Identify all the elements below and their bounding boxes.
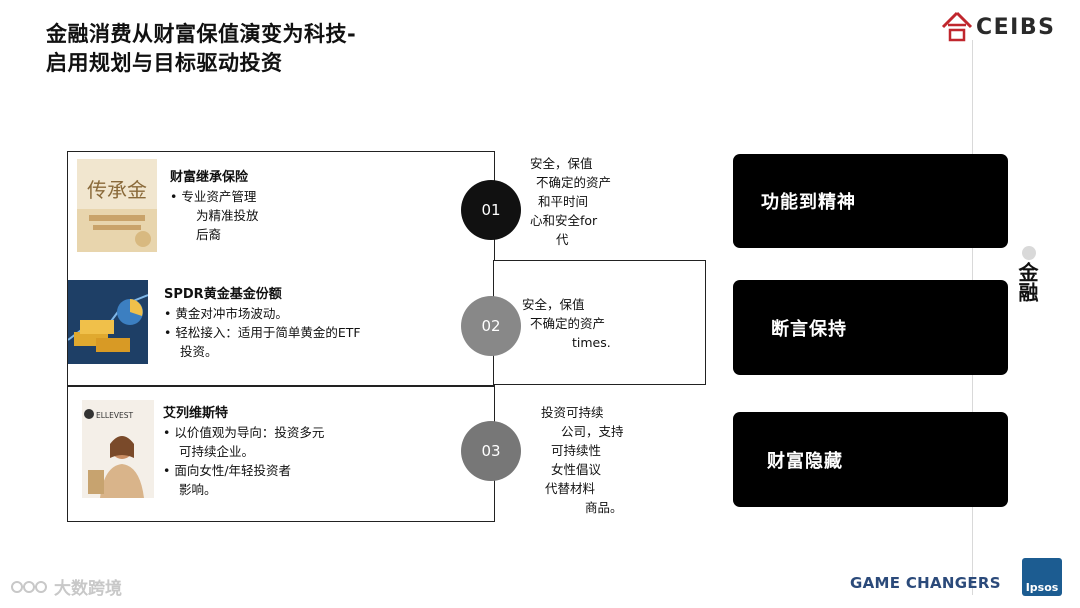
pill-2-label: 断言保持 xyxy=(771,315,847,341)
number-01-label: 01 xyxy=(481,201,500,219)
inheritance-insurance-image: 传承金 xyxy=(77,159,157,252)
card-2-line-3: 投资。 xyxy=(164,342,361,361)
ellevest-label: ELLEVEST xyxy=(96,411,133,420)
right-text-line: 安全，保值 xyxy=(530,154,611,173)
decorative-dot xyxy=(1022,246,1036,260)
card-2-text: SPDR黄金基金份额 • 黄金对冲市场波动。 • 轻松接入：适用于简单黄金的ET… xyxy=(164,285,361,361)
vertical-finance-label: 金融 xyxy=(1012,262,1042,302)
logo-text: CEIBS xyxy=(976,15,1055,40)
card-3-right-text: 投资可持续 公司，支持 可持续性 女性倡议 代替材料 商品。 xyxy=(541,403,624,517)
card-2-bullet-2: • 轻松接入：适用于简单黄金的ETF xyxy=(164,323,361,342)
pill-assertion-hold: 断言保持 xyxy=(733,280,1008,375)
card-1-line-2: 为精准投放 xyxy=(170,206,259,225)
number-circle-01: 01 xyxy=(461,180,521,240)
card-1-bullet-1: • 专业资产管理 xyxy=(170,187,259,206)
pill-function-to-spirit: 功能到精神 xyxy=(733,154,1008,248)
card-3-bullet-2: • 面向女性/年轻投资者 xyxy=(163,461,324,480)
number-circle-02: 02 xyxy=(461,296,521,356)
page-title: 金融消费从财富保值演变为科技- 启用规划与目标驱动投资 xyxy=(46,20,356,78)
dashuju-logo-icon xyxy=(10,577,50,597)
card-1-line-3: 后裔 xyxy=(170,225,259,244)
right-text-line: 投资可持续 xyxy=(541,403,624,422)
right-text-line: 不确定的资产 xyxy=(522,314,611,333)
right-text-line: 女性倡议 xyxy=(541,460,624,479)
right-text-line: 可持续性 xyxy=(541,441,624,460)
number-circle-03: 03 xyxy=(461,421,521,481)
watermark-text: 大数跨境 xyxy=(54,574,122,599)
card-3-thumbnail: ELLEVEST xyxy=(82,400,154,498)
ceibs-logo-icon xyxy=(940,10,974,44)
right-text-line: 心和安全for xyxy=(530,211,611,230)
thumb-calligraphy: 传承金 xyxy=(87,178,147,202)
pill-wealth-hidden: 财富隐藏 xyxy=(733,412,1008,507)
right-text-line: 公司，支持 xyxy=(541,422,624,441)
card-2-bullet-1: • 黄金对冲市场波动。 xyxy=(164,304,361,323)
right-text-line: 不确定的资产 xyxy=(530,173,611,192)
right-text-line: 商品。 xyxy=(541,498,624,517)
title-line-2: 启用规划与目标驱动投资 xyxy=(46,49,356,78)
title-line-1: 金融消费从财富保值演变为科技- xyxy=(46,20,356,49)
card-3-line-4: 影响。 xyxy=(163,480,324,499)
right-text-line: 安全，保值 xyxy=(522,295,611,314)
card-1-right-text: 安全，保值 不确定的资产 和平时间 心和安全for 代 xyxy=(530,154,611,249)
ceibs-logo: CEIBS xyxy=(940,10,1055,44)
card-1-heading: 财富继承保险 xyxy=(170,168,259,187)
ipsos-text: Ipsos xyxy=(1026,581,1059,594)
ipsos-logo: Ipsos xyxy=(1022,558,1062,596)
card-3-heading: 艾列维斯特 xyxy=(163,404,324,423)
gold-bars-image xyxy=(68,280,148,364)
number-03-label: 03 xyxy=(481,442,500,460)
card-3-line-2: 可持续企业。 xyxy=(163,442,324,461)
right-text-line: 和平时间 xyxy=(530,192,611,211)
pill-1-label: 功能到精神 xyxy=(761,188,856,214)
card-1-text: 财富继承保险 • 专业资产管理 为精准投放 后裔 xyxy=(170,168,259,244)
card-2-right-text: 安全，保值 不确定的资产 times. xyxy=(522,295,611,352)
number-02-label: 02 xyxy=(481,317,500,335)
card-2-thumbnail xyxy=(68,280,148,364)
card-3-bullet-1: • 以价值观为导向：投资多元 xyxy=(163,423,324,442)
game-changers-label: GAME CHANGERS xyxy=(850,574,1001,592)
pill-3-label: 财富隐藏 xyxy=(767,447,843,473)
right-text-line: 代 xyxy=(530,230,611,249)
right-text-line: 代替材料 xyxy=(541,479,624,498)
right-text-line: times. xyxy=(522,333,611,352)
watermark: 大数跨境 xyxy=(10,574,122,599)
card-2-heading: SPDR黄金基金份额 xyxy=(164,285,361,304)
card-1-thumbnail: 传承金 xyxy=(77,159,157,252)
ellevest-woman-image: ELLEVEST xyxy=(82,400,154,498)
card-3-text: 艾列维斯特 • 以价值观为导向：投资多元 可持续企业。 • 面向女性/年轻投资者… xyxy=(163,404,324,499)
